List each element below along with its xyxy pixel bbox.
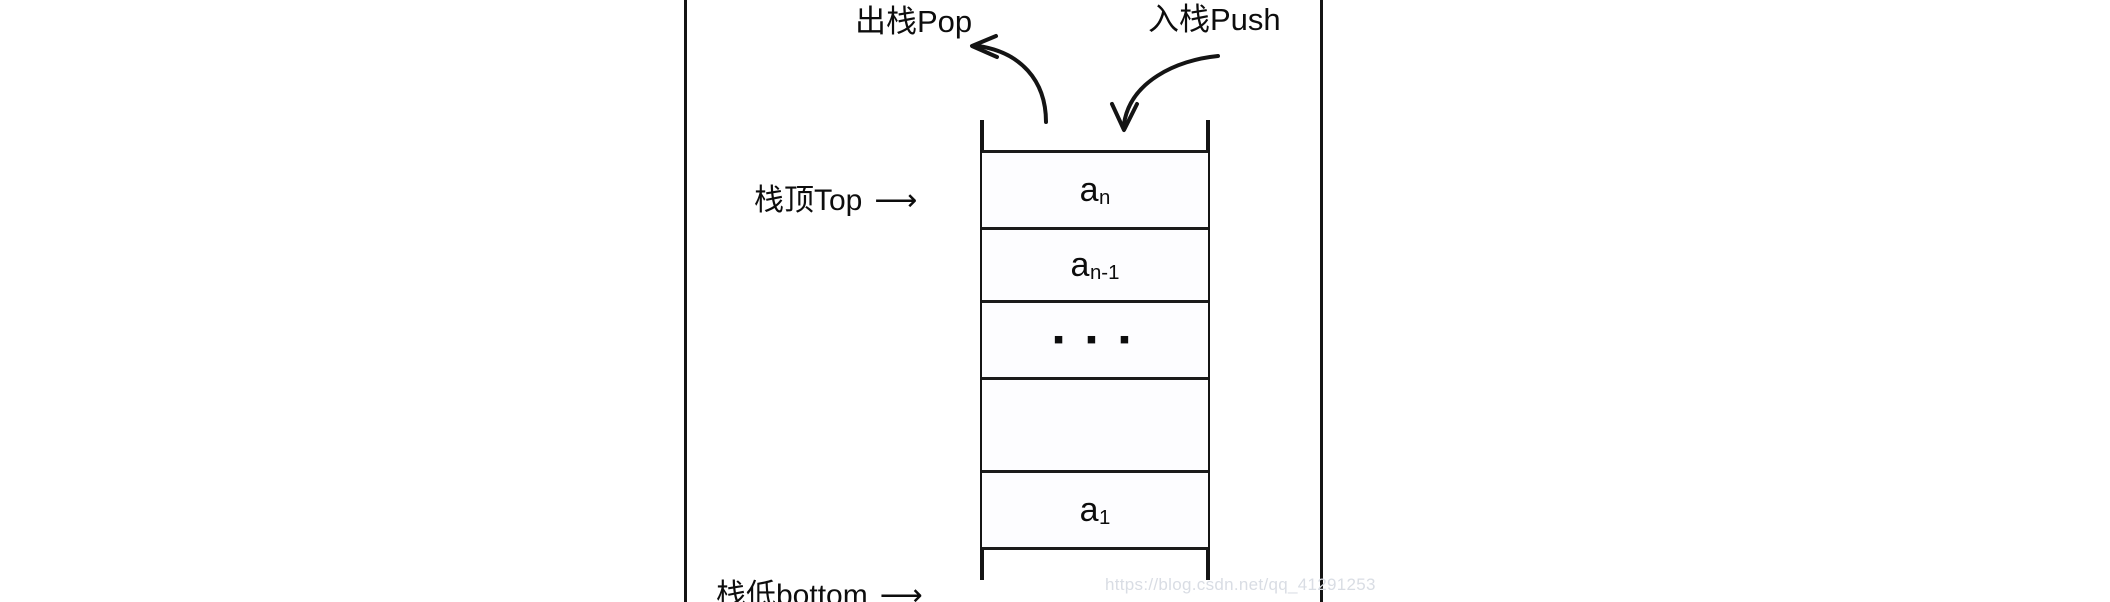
page-border-right	[1320, 0, 1323, 602]
top-pointer-arrow-icon: ⟶	[874, 184, 918, 217]
stack-rail-right	[1206, 120, 1210, 580]
page-border-left	[684, 0, 687, 602]
cell-an-1-subscript: n-1	[1089, 262, 1120, 285]
bottom-pointer-label: 栈低bottom ⟶	[716, 578, 923, 602]
cell-an-label: an	[1079, 171, 1111, 210]
cell-a1-label: a1	[1079, 491, 1111, 530]
bottom-pointer-arrow-icon: ⟶	[879, 579, 923, 602]
cell-an-1: an-1	[982, 227, 1208, 300]
top-pointer-label: 栈顶Top ⟶	[754, 183, 917, 218]
bottom-pointer-text: 栈低bottom	[716, 578, 868, 602]
cell-dots-label: ▪ ▪ ▪	[1053, 323, 1137, 356]
cell-a1-subscript: 1	[1099, 507, 1111, 530]
pop-label: 出栈Pop	[855, 4, 973, 39]
cell-empty	[982, 377, 1208, 470]
cell-a1: a1	[982, 470, 1208, 550]
cell-an-1-label: an-1	[1070, 246, 1120, 285]
cell-dots: ▪ ▪ ▪	[982, 300, 1208, 377]
stack-container: an an-1 ▪ ▪ ▪ a1	[980, 120, 1210, 580]
cell-an-subscript: n	[1099, 187, 1111, 210]
pop-arrow-icon	[970, 34, 1048, 124]
push-label: 入栈Push	[1148, 2, 1281, 37]
push-arrow-icon	[1110, 54, 1220, 132]
watermark: https://blog.csdn.net/qq_41291253	[1105, 575, 1376, 594]
cell-an: an	[982, 150, 1208, 227]
top-pointer-text: 栈顶Top	[754, 183, 863, 217]
